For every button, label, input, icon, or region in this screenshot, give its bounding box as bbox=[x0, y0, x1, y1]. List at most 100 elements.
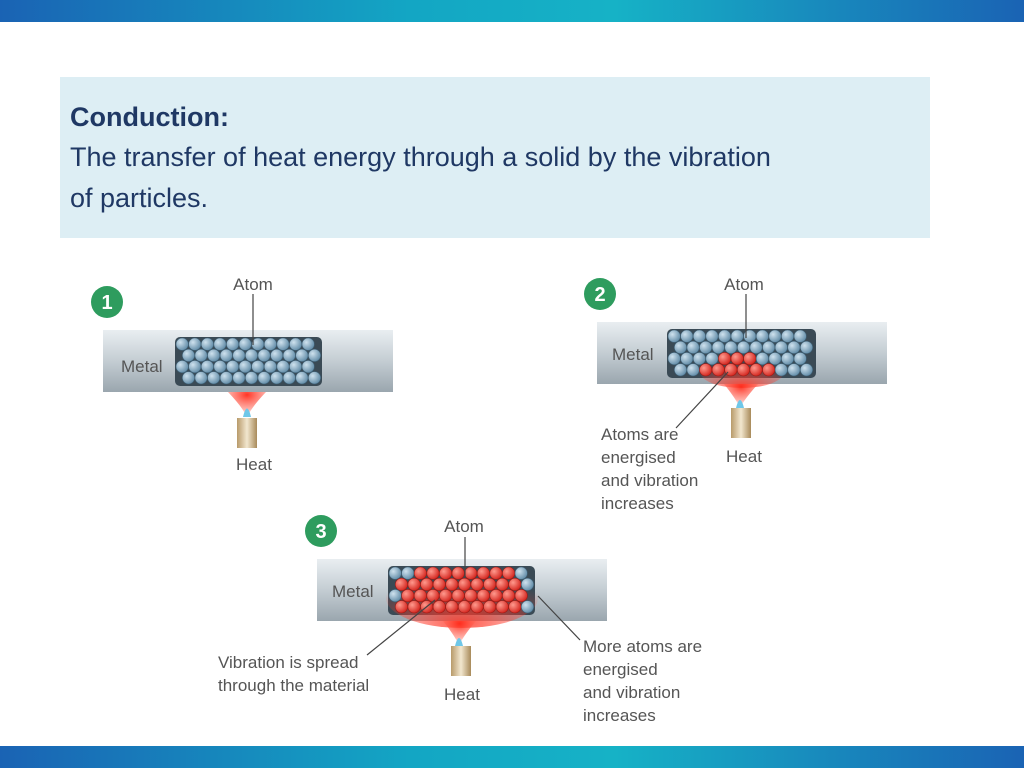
atom bbox=[749, 340, 763, 354]
atom bbox=[711, 340, 725, 354]
atom bbox=[768, 352, 782, 366]
definition-box: Conduction: The transfer of heat energy … bbox=[60, 77, 930, 238]
atom bbox=[736, 340, 750, 354]
atom bbox=[263, 337, 277, 351]
atom bbox=[226, 337, 240, 351]
atom bbox=[401, 566, 415, 580]
bottom-banner bbox=[0, 746, 1024, 768]
energised-atom bbox=[749, 363, 763, 377]
atom bbox=[200, 337, 214, 351]
atom bbox=[774, 340, 788, 354]
stage-2-callout-line-1: Atoms are bbox=[601, 425, 678, 444]
energised-atom bbox=[502, 589, 516, 603]
energised-atom bbox=[476, 589, 490, 603]
atom bbox=[219, 371, 233, 385]
energised-atom bbox=[476, 566, 490, 580]
energised-atom bbox=[413, 566, 427, 580]
atom bbox=[787, 363, 801, 377]
stage-1-atom-label: Atom bbox=[233, 275, 273, 294]
definition-body-line-2: of particles. bbox=[70, 183, 209, 213]
stage-3-atom-label: Atom bbox=[444, 517, 484, 536]
stage-2-burner bbox=[731, 408, 751, 438]
stage-3-number: 3 bbox=[315, 521, 326, 543]
atom bbox=[175, 337, 189, 351]
atom bbox=[219, 348, 233, 362]
atom bbox=[257, 371, 271, 385]
stage-1-heat-label: Heat bbox=[236, 455, 272, 474]
atom bbox=[282, 371, 296, 385]
stage-3-flame bbox=[443, 621, 476, 648]
stage-1: 1 Atom Metal Heat bbox=[91, 275, 393, 474]
top-banner bbox=[0, 0, 1024, 22]
energised-atom bbox=[489, 566, 503, 580]
energised-atom bbox=[394, 600, 408, 614]
atom bbox=[194, 348, 208, 362]
energised-atom bbox=[426, 589, 440, 603]
atom bbox=[388, 589, 402, 603]
energised-atom bbox=[470, 577, 484, 591]
stage-1-number: 1 bbox=[101, 292, 112, 314]
energised-atom bbox=[699, 363, 713, 377]
atom bbox=[301, 360, 315, 374]
atom bbox=[680, 329, 694, 343]
stage-3: 3 Atom Metal Heat Vibration is spread th… bbox=[218, 515, 702, 725]
atom bbox=[673, 363, 687, 377]
energised-atom bbox=[457, 577, 471, 591]
energised-atom bbox=[464, 589, 478, 603]
stage-3-right-callout-line-3: and vibration bbox=[583, 683, 680, 702]
atom bbox=[692, 352, 706, 366]
stage-1-number-badge bbox=[91, 286, 123, 318]
atom bbox=[270, 348, 284, 362]
atom bbox=[705, 352, 719, 366]
stage-3-burner bbox=[451, 646, 471, 676]
atom bbox=[188, 360, 202, 374]
atom bbox=[232, 371, 246, 385]
definition-title: Conduction: bbox=[70, 102, 229, 132]
energised-atom bbox=[432, 577, 446, 591]
atom bbox=[520, 600, 534, 614]
atom bbox=[793, 329, 807, 343]
atom bbox=[686, 340, 700, 354]
energised-atom bbox=[439, 589, 453, 603]
stage-3-left-callout-line-2: through the material bbox=[218, 676, 369, 695]
atom bbox=[718, 329, 732, 343]
atom bbox=[175, 360, 189, 374]
atom bbox=[251, 360, 265, 374]
energised-atom bbox=[401, 589, 415, 603]
stage-2-callout-pointer bbox=[675, 371, 729, 429]
atom bbox=[793, 352, 807, 366]
atom bbox=[781, 352, 795, 366]
atom bbox=[762, 340, 776, 354]
atom bbox=[774, 363, 788, 377]
energised-atom bbox=[730, 352, 744, 366]
energised-atom bbox=[508, 600, 522, 614]
energised-atom bbox=[445, 600, 459, 614]
stage-2-heat-label: Heat bbox=[726, 447, 762, 466]
energised-atom bbox=[407, 577, 421, 591]
atom bbox=[194, 371, 208, 385]
energised-atom bbox=[451, 566, 465, 580]
atom bbox=[768, 329, 782, 343]
stage-2-number-badge bbox=[584, 278, 616, 310]
energised-atom bbox=[451, 589, 465, 603]
stage-1-flame-core bbox=[243, 408, 251, 417]
stage-3-right-callout-pointer bbox=[537, 595, 581, 641]
energised-atom bbox=[743, 352, 757, 366]
stage-1-burner bbox=[237, 418, 257, 448]
atom bbox=[238, 337, 252, 351]
atom bbox=[213, 337, 227, 351]
stage-2-flame bbox=[724, 384, 758, 410]
stage-3-left-callout-line-1: Vibration is spread bbox=[218, 653, 359, 672]
stage-1-atoms bbox=[175, 337, 321, 385]
atom bbox=[295, 348, 309, 362]
stage-1-metal-label: Metal bbox=[121, 357, 163, 376]
stage-2-callout-line-2: energised bbox=[601, 448, 676, 467]
atom bbox=[207, 348, 221, 362]
atom bbox=[207, 371, 221, 385]
atom bbox=[226, 360, 240, 374]
stage-3-heat-label: Heat bbox=[444, 685, 480, 704]
energised-atom bbox=[718, 352, 732, 366]
atom bbox=[213, 360, 227, 374]
stage-3-right-callout-line-1: More atoms are bbox=[583, 637, 702, 656]
